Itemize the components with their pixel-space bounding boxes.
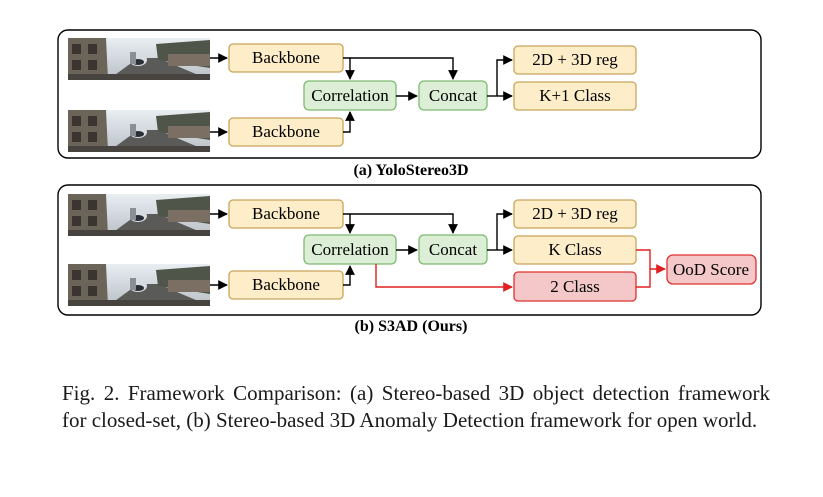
head-class-box-a bbox=[513, 81, 637, 111]
correlation-label-a: Correlation bbox=[311, 86, 389, 105]
red-arrows-b bbox=[375, 249, 666, 292]
stereo-left-image-b bbox=[68, 194, 210, 236]
arrows-a bbox=[210, 53, 513, 137]
stereo-left-image-a bbox=[68, 38, 210, 80]
backbone-bottom-label-a: Backbone bbox=[252, 122, 320, 141]
panel-a-caption: (a) YoloStereo3D bbox=[353, 162, 468, 179]
backbone-top-label-b: Backbone bbox=[252, 204, 320, 223]
ood-score-box bbox=[666, 254, 757, 285]
head-class-label-a: K+1 Class bbox=[539, 86, 610, 105]
arrows-b bbox=[210, 209, 513, 290]
backbone-top-label-a: Backbone bbox=[252, 48, 320, 67]
head-binary-label-b: 2 Class bbox=[550, 277, 600, 296]
ood-score-label: OoD Score bbox=[673, 260, 749, 279]
backbone-bottom-label-b: Backbone bbox=[252, 275, 320, 294]
figure-caption: Fig. 2. Framework Comparison: (a) Stereo… bbox=[62, 381, 770, 432]
head-reg-box-a bbox=[513, 45, 637, 75]
concat-label-b: Concat bbox=[429, 240, 477, 259]
correlation-label-b: Correlation bbox=[311, 240, 389, 259]
head-reg-box-b bbox=[513, 199, 637, 229]
stereo-right-image-a bbox=[68, 110, 210, 152]
panel-b-caption: (b) S3AD (Ours) bbox=[355, 318, 468, 335]
concat-label-a: Concat bbox=[429, 86, 477, 105]
panel-a: Backbone Backbone Correlation Concat 2D … bbox=[57, 29, 762, 179]
head-class-label-b: K Class bbox=[548, 240, 601, 259]
head-reg-label-b: 2D + 3D reg bbox=[532, 204, 618, 223]
panel-b: Backbone Backbone Correlation Concat 2D … bbox=[57, 184, 762, 335]
stereo-right-image-b bbox=[68, 264, 210, 306]
head-reg-label-a: 2D + 3D reg bbox=[532, 50, 618, 69]
